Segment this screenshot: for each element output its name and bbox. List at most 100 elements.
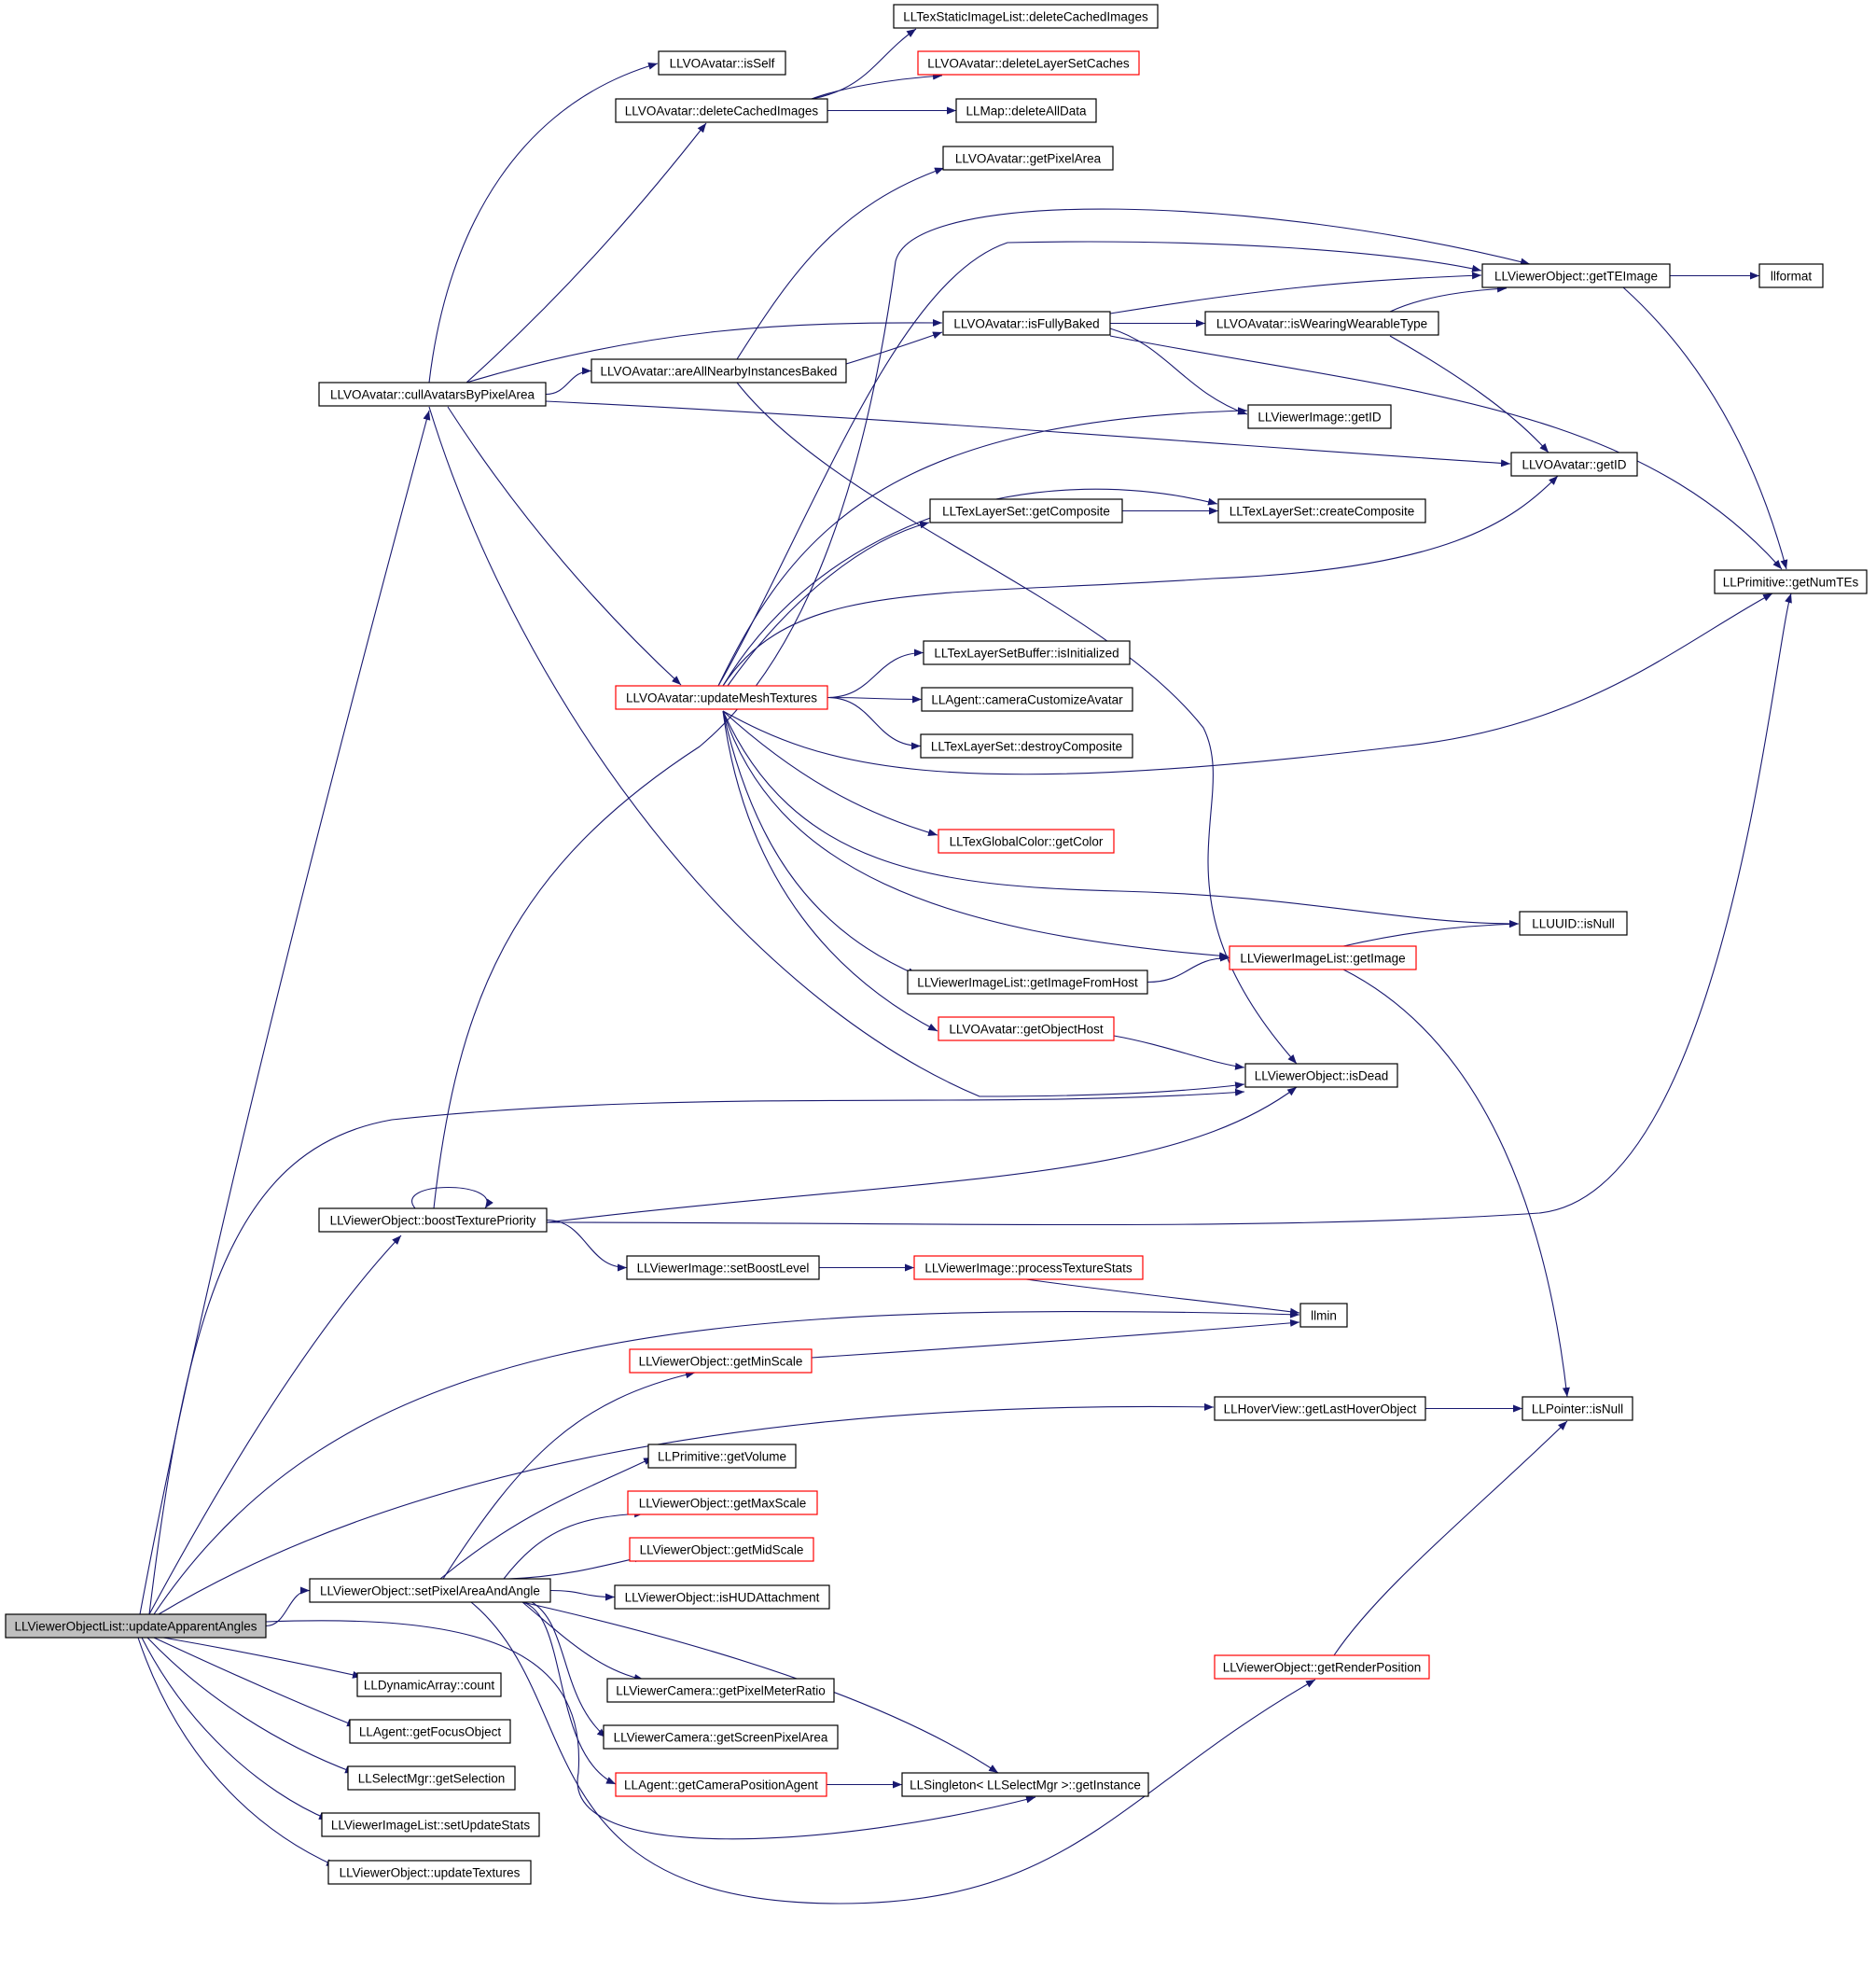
node-procstats[interactable]: LLViewerImage::processTextureStats [913, 1255, 1144, 1280]
node-getimage[interactable]: LLViewerImageList::getImage [1229, 945, 1417, 970]
node-box [1229, 945, 1417, 970]
node-label: LLDynamicArray::count [364, 1679, 495, 1693]
node-box [1758, 263, 1824, 288]
node-llmin[interactable]: llmin [1299, 1303, 1348, 1328]
node-getcomp[interactable]: LLTexLayerSet::getComposite [929, 498, 1123, 523]
node-count[interactable]: LLDynamicArray::count [356, 1672, 502, 1697]
node-label: LLViewerCamera::getScreenPixelArea [614, 1731, 828, 1745]
node-imgid[interactable]: LLViewerImage::getID [1247, 404, 1392, 429]
node-createcomp[interactable]: LLTexLayerSet::createComposite [1217, 498, 1426, 523]
node-label: LLViewerObject::getMaxScale [639, 1497, 807, 1511]
node-updtex[interactable]: LLViewerObject::updateTextures [327, 1860, 532, 1885]
node-numtes[interactable]: LLPrimitive::getNumTEs [1714, 569, 1868, 594]
node-label: LLVOAvatar::cullAvatarsByPixelArea [330, 388, 535, 402]
node-camcust[interactable]: LLAgent::cameraCustomizeAvatar [921, 687, 1133, 712]
node-areall[interactable]: LLVOAvatar::areAllNearbyInstancesBaked [591, 358, 847, 384]
node-minscale[interactable]: LLViewerObject::getMinScale [629, 1348, 813, 1374]
edge-updmesh-to-isinit [827, 649, 924, 699]
node-label: LLVOAvatar::areAllNearbyInstancesBaked [601, 365, 838, 379]
node-ishud[interactable]: LLViewerObject::isHUDAttachment [614, 1584, 830, 1610]
node-texstatic[interactable]: LLTexStaticImageList::deleteCachedImages [893, 4, 1159, 29]
edge-setpix-to-getvol [439, 1457, 654, 1580]
edge-cull-to-delcached [466, 122, 707, 384]
node-llformat[interactable]: llformat [1758, 263, 1824, 288]
node-box [615, 685, 828, 710]
node-gette[interactable]: LLViewerObject::getTEImage [1481, 263, 1671, 288]
node-box [606, 1678, 835, 1703]
node-isself[interactable]: LLVOAvatar::isSelf [658, 50, 786, 76]
node-updmesh[interactable]: LLVOAvatar::updateMeshTextures [615, 685, 828, 710]
node-setupd[interactable]: LLViewerImageList::setUpdateStats [321, 1812, 540, 1837]
node-focus[interactable]: LLAgent::getFocusObject [349, 1719, 511, 1744]
node-campos[interactable]: LLAgent::getCameraPositionAgent [615, 1772, 827, 1797]
node-getvol[interactable]: LLPrimitive::getVolume [647, 1444, 797, 1469]
node-getcolor[interactable]: LLTexGlobalColor::getColor [938, 829, 1115, 854]
node-ptrnull[interactable]: LLPointer::isNull [1522, 1396, 1633, 1421]
node-label: LLTexLayerSet::createComposite [1230, 505, 1415, 519]
node-label: LLViewerObject::boostTexturePriority [330, 1214, 536, 1228]
node-box [923, 640, 1131, 665]
edge-cull-to-updmesh [447, 406, 682, 686]
node-avid[interactable]: LLVOAvatar::getID [1510, 452, 1638, 477]
node-box [938, 1016, 1115, 1041]
node-box [327, 1860, 532, 1885]
node-label: LLTexGlobalColor::getColor [950, 835, 1104, 849]
node-renderpos[interactable]: LLViewerObject::getRenderPosition [1214, 1654, 1430, 1680]
node-cull[interactable]: LLVOAvatar::cullAvatarsByPixelArea [318, 382, 547, 407]
edge-root-to-focus [153, 1637, 357, 1727]
node-getpixarea[interactable]: LLVOAvatar::getPixelArea [942, 146, 1114, 171]
node-getfromhost[interactable]: LLViewerImageList::getImageFromHost [907, 970, 1148, 995]
node-box [1714, 569, 1868, 594]
node-box [1217, 498, 1426, 523]
node-getsel[interactable]: LLSelectMgr::getSelection [347, 1765, 516, 1791]
edge-root-to-llmin [153, 1310, 1300, 1615]
node-box [347, 1765, 516, 1791]
node-isfully[interactable]: LLVOAvatar::isFullyBaked [942, 311, 1111, 336]
node-label: LLViewerObject::getTEImage [1494, 270, 1658, 284]
node-box [615, 1772, 827, 1797]
node-box [615, 98, 828, 123]
edge-root-to-hover [158, 1402, 1215, 1615]
node-box [318, 382, 547, 407]
node-label: LLAgent::getCameraPositionAgent [624, 1779, 818, 1793]
node-uuidnull[interactable]: LLUUID::isNull [1519, 911, 1628, 936]
node-label: LLVOAvatar::deleteCachedImages [625, 105, 819, 119]
edge-root-to-isdead [148, 1088, 1245, 1615]
edge-gette-to-numtes [1622, 286, 1788, 570]
node-hover[interactable]: LLHoverView::getLastHoverObject [1214, 1396, 1426, 1421]
node-dellayer[interactable]: LLVOAvatar::deleteLayerSetCaches [917, 50, 1140, 76]
node-delcached[interactable]: LLVOAvatar::deleteCachedImages [615, 98, 828, 123]
edge-getfromhost-to-getimage [1146, 954, 1230, 984]
node-maxscale[interactable]: LLViewerObject::getMaxScale [627, 1490, 818, 1515]
node-destroycomp[interactable]: LLTexLayerSet::destroyComposite [920, 733, 1133, 759]
node-label: LLViewerObject::getMinScale [639, 1355, 803, 1369]
node-setpix[interactable]: LLViewerObject::setPixelAreaAndAngle [309, 1578, 551, 1603]
node-objhost[interactable]: LLVOAvatar::getObjectHost [938, 1016, 1115, 1041]
node-boost[interactable]: LLViewerObject::boostTexturePriority [318, 1207, 548, 1233]
node-pixmeter[interactable]: LLViewerCamera::getPixelMeterRatio [606, 1678, 835, 1703]
node-box [1510, 452, 1638, 477]
node-box [901, 1772, 1149, 1797]
node-label: LLViewerImage::processTextureStats [924, 1262, 1133, 1276]
node-mapdel[interactable]: LLMap::deleteAllData [955, 98, 1097, 123]
node-box [929, 498, 1123, 523]
edge-cull-to-isdead [428, 406, 1245, 1097]
node-isinit[interactable]: LLTexLayerSetBuffer::isInitialized [923, 640, 1131, 665]
edge-root-to-updtex [137, 1637, 337, 1867]
node-midscale[interactable]: LLViewerObject::getMidScale [629, 1537, 814, 1562]
node-label: llformat [1771, 270, 1813, 284]
edge-cull-to-areall [545, 367, 592, 396]
node-label: LLViewerObject::getRenderPosition [1223, 1661, 1422, 1675]
node-isdead[interactable]: LLViewerObject::isDead [1244, 1063, 1398, 1088]
node-iswearing[interactable]: LLVOAvatar::isWearingWearableType [1204, 311, 1439, 336]
edge-objhost-to-isdead [1113, 1035, 1245, 1070]
edge-isfully-to-numtes [1109, 335, 1783, 570]
node-singleton[interactable]: LLSingleton< LLSelectMgr >::getInstance [901, 1772, 1149, 1797]
node-box [1519, 911, 1628, 936]
node-box [658, 50, 786, 76]
node-root[interactable]: LLViewerObjectList::updateApparentAngles [5, 1613, 267, 1639]
node-setboost[interactable]: LLViewerImage::setBoostLevel [626, 1255, 820, 1280]
edge-root-to-getsel [146, 1637, 355, 1774]
node-screenpix[interactable]: LLViewerCamera::getScreenPixelArea [603, 1724, 839, 1750]
node-box [942, 146, 1114, 171]
